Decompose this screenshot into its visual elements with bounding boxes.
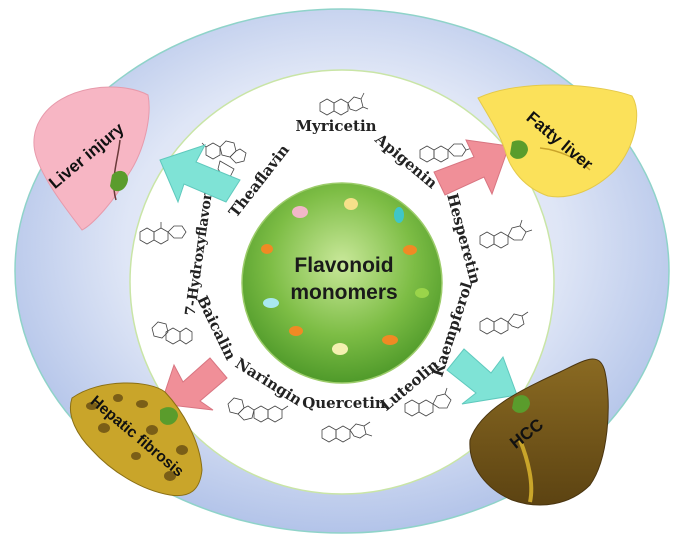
compound-label-myricetin: Myricetin [295, 117, 376, 135]
arrow-to-liver-injury [159, 144, 241, 204]
center-dots [261, 198, 429, 355]
fibrosis-spots [86, 394, 188, 481]
arrows [159, 139, 518, 411]
7-hydroxyflavone-structure [139, 222, 187, 245]
compound-label-quercetin: Quercetin [302, 394, 386, 412]
kaempferol-structure [479, 311, 529, 335]
arrow-to-hcc [446, 348, 518, 405]
hcc-organ: HCC [469, 358, 609, 506]
naringin-structure [227, 397, 289, 423]
quercetin-structure [321, 421, 373, 443]
fatty-liver-organ: Fatty liver [477, 84, 638, 198]
baicalin-structure [151, 321, 193, 345]
liver-injury-organ: Liver injury [33, 86, 150, 231]
center-title-line2: monomers [290, 281, 397, 304]
arrow-to-hepatic-fibrosis [160, 357, 228, 411]
molecule-structures [139, 92, 533, 443]
center-title-line1: Flavonoid [294, 254, 393, 277]
luteolin-structure [404, 387, 452, 417]
arrow-to-fatty-liver [433, 139, 510, 196]
hesperetin-structure [479, 219, 533, 249]
myricetin-structure [319, 92, 369, 116]
apigenin-structure [419, 143, 473, 163]
